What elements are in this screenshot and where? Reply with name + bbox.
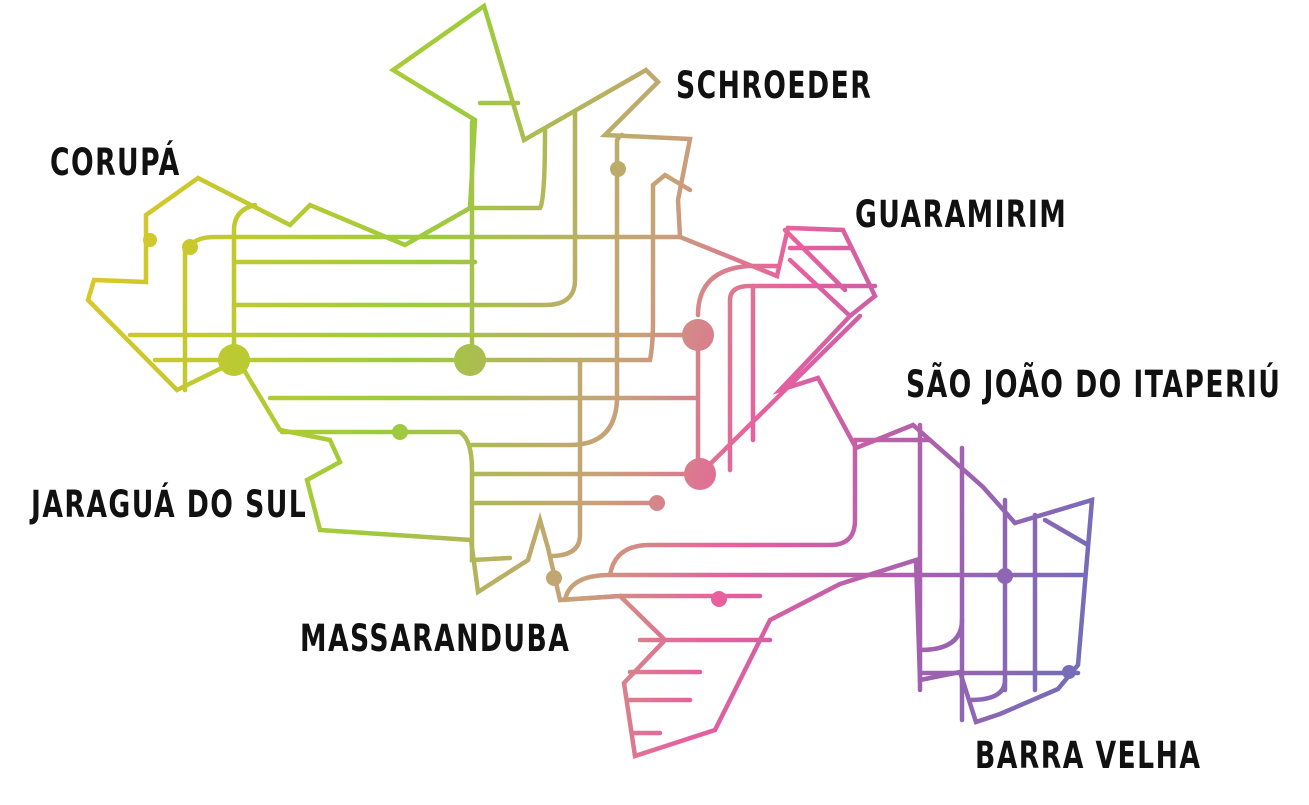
- label-jaragua-do-sul: JARAGUÁ DO SUL: [31, 483, 308, 526]
- station-jaragua-hub: [218, 344, 250, 376]
- station-jaragua-small: [392, 424, 408, 440]
- station-schroeder-small: [610, 161, 626, 177]
- route-line: [787, 257, 853, 319]
- route-lines: [127, 100, 1091, 736]
- route-line: [467, 127, 548, 211]
- municipality-borders: [85, 2, 1095, 759]
- route-line: [279, 429, 513, 563]
- label-barra-velha: BARRA VELHA: [975, 734, 1202, 777]
- station-itaperiu-hub: [997, 568, 1013, 584]
- station-guaramirim-south-hub: [684, 458, 716, 490]
- route-line: [152, 172, 693, 363]
- route-line: [695, 263, 780, 318]
- station-corupa-edge: [143, 233, 157, 247]
- route-line: [697, 313, 863, 477]
- label-sao-joao-do-itaperiu: SÃO JOÃO DO ITAPERIÚ: [906, 363, 1282, 406]
- route-line: [967, 677, 1008, 703]
- route-line: [187, 234, 683, 250]
- station-schroeder-hub: [454, 344, 486, 376]
- region-border: [85, 2, 1095, 759]
- label-guaramirim: GUARAMIRIM: [855, 193, 1068, 236]
- label-corupa: CORUPÁ: [50, 141, 181, 184]
- station-massaranduba-small: [546, 570, 562, 586]
- route-line: [550, 357, 583, 559]
- route-line: [917, 617, 965, 653]
- station-massaranduba-end: [649, 495, 665, 511]
- route-line: [469, 132, 625, 448]
- station-barra-velha-edge: [1062, 665, 1076, 679]
- route-line: [231, 202, 258, 363]
- label-massaranduba: MASSARANDUBA: [300, 617, 571, 660]
- station-corupa-small: [182, 239, 198, 255]
- route-line: [1042, 517, 1091, 548]
- route-line: [557, 593, 623, 603]
- route-line: [607, 437, 858, 578]
- route-line: [231, 109, 578, 308]
- station-markers: [143, 161, 1076, 679]
- route-line: [782, 227, 848, 293]
- route-line: [727, 283, 878, 473]
- station-pink-small: [711, 591, 727, 607]
- label-schroeder: SCHROEDER: [676, 64, 873, 107]
- station-guaramirim-hub: [682, 319, 714, 351]
